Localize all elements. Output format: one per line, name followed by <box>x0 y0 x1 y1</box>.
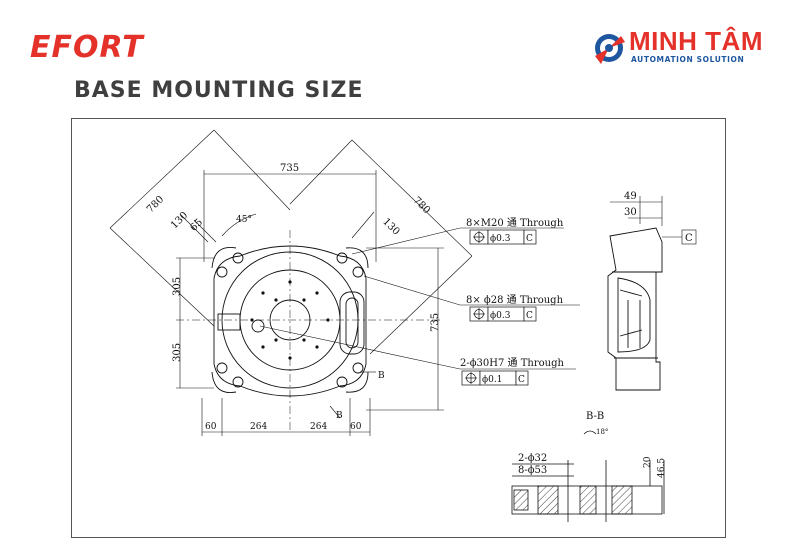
dim-diag-right: 780 <box>411 195 432 216</box>
callout-m20-text: 8×M20 通 Through <box>466 217 564 229</box>
section-rotation: 18° <box>596 428 608 436</box>
mounting-holes <box>216 252 364 388</box>
dim-264-left: 264 <box>250 422 267 432</box>
dim-60-left: 60 <box>205 422 217 432</box>
section-dim-465: 46.5 <box>657 458 667 478</box>
section-label: B-B <box>586 411 604 422</box>
gear-icon <box>595 34 625 64</box>
position-symbols <box>465 231 485 384</box>
dimension-lines <box>109 129 473 436</box>
efort-logo: EFORT <box>30 30 144 65</box>
section-view <box>511 430 665 522</box>
tolerance-frames <box>461 229 537 386</box>
side-datum-c: C <box>685 233 693 244</box>
callout-m20-datum: C <box>526 234 533 244</box>
dim-130-right: 130 <box>380 216 401 237</box>
callout-28-text: 8× ϕ28 通 Through <box>466 294 564 306</box>
section-dim-32: 2-ϕ32 <box>518 453 547 464</box>
callout-28-datum: C <box>526 311 533 321</box>
logo-wordmark: MINH TÂM <box>629 26 763 56</box>
minh-tam-logo: MINH TÂM AUTOMATION SOLUTION <box>591 24 771 72</box>
center-lines <box>176 230 440 432</box>
side-dim-49: 49 <box>624 191 637 202</box>
side-dim-30: 30 <box>624 207 637 218</box>
inner-bolt-pattern <box>250 280 330 360</box>
section-dim-53: 8-ϕ53 <box>518 465 547 476</box>
dim-angle-45: 45° <box>236 215 252 225</box>
drawing-frame <box>71 118 726 538</box>
page-title: BASE MOUNTING SIZE <box>74 78 364 103</box>
side-view <box>607 227 663 391</box>
dim-width-top: 735 <box>280 163 299 174</box>
logo-tagline: AUTOMATION SOLUTION <box>631 55 745 64</box>
leader-lines <box>259 227 580 419</box>
callout-30h7-datum: C <box>518 375 525 385</box>
callout-m20-tol: ϕ0.3 <box>490 234 511 244</box>
callout-30h7-tol: ϕ0.1 <box>482 375 502 385</box>
dim-60-right: 60 <box>350 422 362 432</box>
callout-30h7-text: 2-ϕ30H7 通 Through <box>460 357 564 369</box>
section-dim-20: 20 <box>643 456 653 468</box>
side-view-dims <box>610 196 697 245</box>
dim-130-left: 130 <box>169 210 190 231</box>
dim-264-right: 264 <box>310 422 327 432</box>
dim-65: 65 <box>188 217 205 234</box>
dim-305-top: 305 <box>172 277 183 296</box>
dim-735-vertical: 735 <box>430 313 441 332</box>
section-marker-b1: B <box>378 371 385 381</box>
section-marker-b2: B <box>336 411 343 421</box>
dim-305-bottom: 305 <box>172 343 183 362</box>
callout-28-tol: ϕ0.3 <box>490 311 511 321</box>
dim-diag-left: 780 <box>145 194 166 215</box>
